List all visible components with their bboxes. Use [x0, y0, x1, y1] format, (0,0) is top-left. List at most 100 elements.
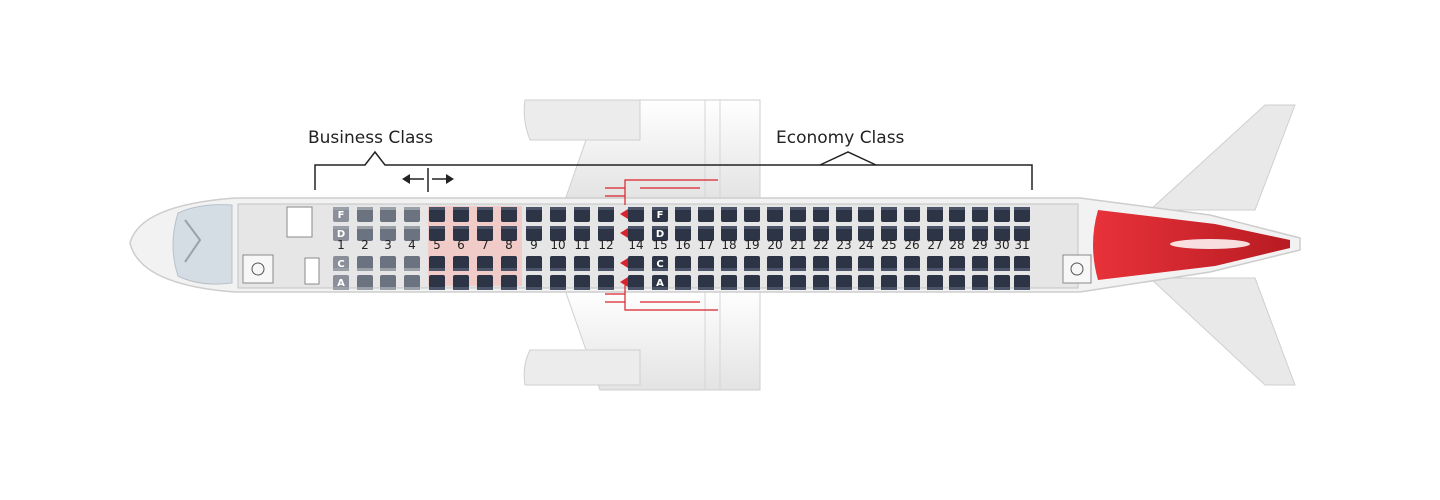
- seat[interactable]: [836, 207, 852, 222]
- seat[interactable]: [881, 275, 897, 290]
- seat[interactable]: [698, 256, 714, 271]
- seat[interactable]: [550, 226, 566, 241]
- seat[interactable]: [598, 226, 614, 241]
- seat[interactable]: [333, 256, 349, 271]
- seat[interactable]: [598, 256, 614, 271]
- seat[interactable]: [790, 226, 806, 241]
- seat[interactable]: [357, 226, 373, 241]
- seat[interactable]: [675, 256, 691, 271]
- seat[interactable]: [380, 256, 396, 271]
- seat[interactable]: [858, 207, 874, 222]
- seat[interactable]: [453, 256, 469, 271]
- seat[interactable]: [628, 226, 644, 241]
- seat[interactable]: [881, 256, 897, 271]
- seat[interactable]: [949, 275, 965, 290]
- seat[interactable]: [333, 207, 349, 222]
- seat[interactable]: [904, 226, 920, 241]
- seat[interactable]: [477, 256, 493, 271]
- seat[interactable]: [836, 226, 852, 241]
- seat[interactable]: [453, 275, 469, 290]
- seat[interactable]: [453, 226, 469, 241]
- seat[interactable]: [404, 207, 420, 222]
- seat[interactable]: [994, 226, 1010, 241]
- seat[interactable]: [429, 226, 445, 241]
- seat[interactable]: [813, 226, 829, 241]
- seat[interactable]: [404, 256, 420, 271]
- seat[interactable]: [836, 275, 852, 290]
- seat[interactable]: [790, 275, 806, 290]
- seat[interactable]: [574, 256, 590, 271]
- seat[interactable]: [949, 207, 965, 222]
- seat[interactable]: [994, 256, 1010, 271]
- seat[interactable]: [526, 256, 542, 271]
- seat[interactable]: [858, 256, 874, 271]
- seat[interactable]: [652, 275, 668, 290]
- seat[interactable]: [477, 275, 493, 290]
- seat[interactable]: [721, 226, 737, 241]
- seat[interactable]: [1014, 275, 1030, 290]
- seat[interactable]: [550, 256, 566, 271]
- seat[interactable]: [598, 275, 614, 290]
- seat[interactable]: [767, 275, 783, 290]
- seat[interactable]: [836, 256, 852, 271]
- seat[interactable]: [501, 275, 517, 290]
- seat[interactable]: [949, 226, 965, 241]
- seat[interactable]: [526, 275, 542, 290]
- seat[interactable]: [927, 275, 943, 290]
- seat[interactable]: [333, 226, 349, 241]
- seat[interactable]: [790, 207, 806, 222]
- seat[interactable]: [675, 226, 691, 241]
- seat[interactable]: [813, 275, 829, 290]
- seat[interactable]: [501, 207, 517, 222]
- seat[interactable]: [767, 256, 783, 271]
- seat[interactable]: [574, 207, 590, 222]
- seat[interactable]: [744, 226, 760, 241]
- seat[interactable]: [357, 207, 373, 222]
- seat[interactable]: [598, 207, 614, 222]
- seat[interactable]: [628, 207, 644, 222]
- seat[interactable]: [404, 275, 420, 290]
- seat[interactable]: [429, 256, 445, 271]
- seat[interactable]: [744, 207, 760, 222]
- seat[interactable]: [994, 207, 1010, 222]
- seat[interactable]: [790, 256, 806, 271]
- seat[interactable]: [675, 207, 691, 222]
- seat[interactable]: [972, 207, 988, 222]
- seat[interactable]: [904, 275, 920, 290]
- seat[interactable]: [477, 226, 493, 241]
- seat[interactable]: [380, 275, 396, 290]
- seat[interactable]: [994, 275, 1010, 290]
- seat[interactable]: [574, 275, 590, 290]
- seat[interactable]: [652, 256, 668, 271]
- seat[interactable]: [927, 207, 943, 222]
- seat[interactable]: [1014, 207, 1030, 222]
- seat[interactable]: [881, 207, 897, 222]
- seat[interactable]: [550, 207, 566, 222]
- seat[interactable]: [721, 275, 737, 290]
- seat[interactable]: [767, 207, 783, 222]
- seat[interactable]: [675, 275, 691, 290]
- seat[interactable]: [767, 226, 783, 241]
- seat[interactable]: [698, 207, 714, 222]
- seat[interactable]: [501, 256, 517, 271]
- seat[interactable]: [1014, 226, 1030, 241]
- seat[interactable]: [357, 275, 373, 290]
- seat[interactable]: [858, 275, 874, 290]
- seat[interactable]: [380, 207, 396, 222]
- seat[interactable]: [429, 275, 445, 290]
- seat[interactable]: [813, 207, 829, 222]
- seat[interactable]: [972, 256, 988, 271]
- seat[interactable]: [744, 256, 760, 271]
- seat[interactable]: [721, 256, 737, 271]
- seat[interactable]: [574, 226, 590, 241]
- seat[interactable]: [698, 275, 714, 290]
- seat[interactable]: [526, 207, 542, 222]
- seat[interactable]: [927, 226, 943, 241]
- seat[interactable]: [904, 207, 920, 222]
- seat[interactable]: [429, 207, 445, 222]
- seat[interactable]: [881, 226, 897, 241]
- seat[interactable]: [357, 256, 373, 271]
- seat[interactable]: [904, 256, 920, 271]
- seat[interactable]: [501, 226, 517, 241]
- seat[interactable]: [652, 226, 668, 241]
